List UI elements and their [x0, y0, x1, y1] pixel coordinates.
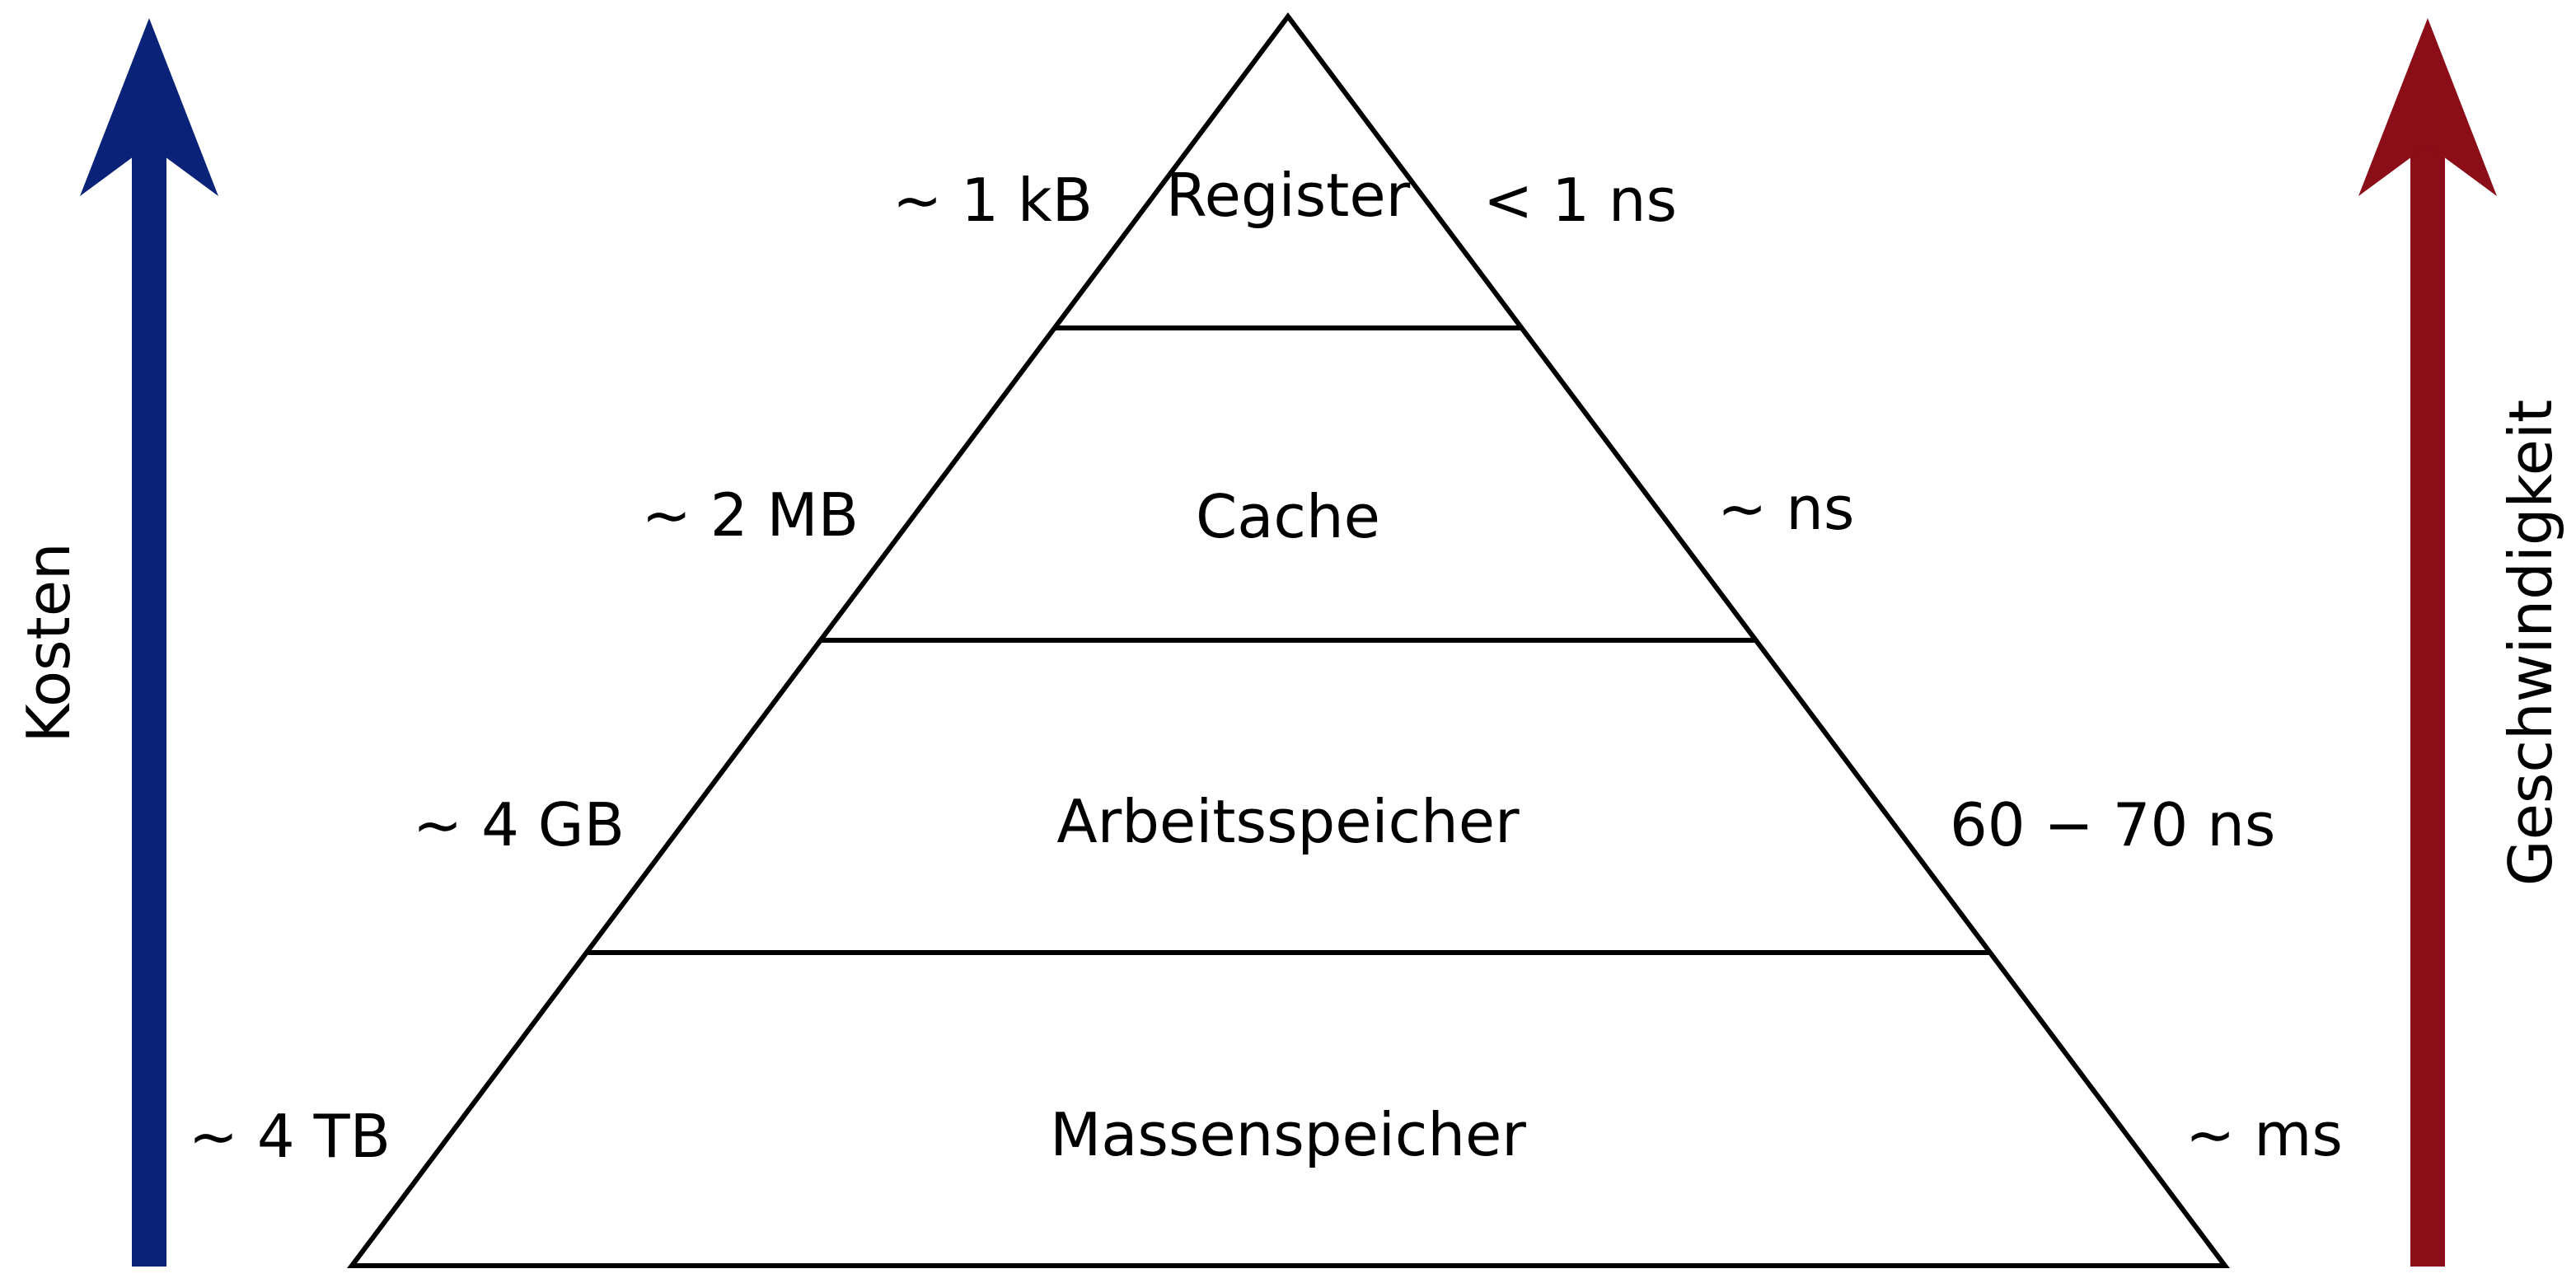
level-name-massenspeicher: Massenspeicher: [1050, 1100, 1526, 1169]
level-size-arbeitsspeicher: ∼ 4 GB: [413, 790, 625, 859]
level-name-cache: Cache: [1196, 482, 1380, 551]
level-size-cache: ∼ 2 MB: [642, 480, 859, 550]
cost-arrow: [80, 18, 218, 1267]
cost-arrow-shaft: [132, 144, 166, 1267]
level-name-register: Register: [1166, 161, 1411, 230]
level-latency-register: < 1 ns: [1483, 166, 1677, 235]
speed-arrow-head: [2358, 18, 2497, 196]
cost-axis-label: Kosten: [14, 542, 83, 742]
level-latency-cache: ∼ ns: [1717, 474, 1854, 543]
level-size-register: ∼ 1 kB: [892, 166, 1093, 235]
cost-arrow-head: [80, 18, 218, 196]
speed-arrow-shaft: [2410, 144, 2445, 1267]
speed-axis-label: Geschwindigkeit: [2496, 400, 2565, 886]
speed-arrow: [2358, 18, 2497, 1267]
level-size-massenspeicher: ∼ 4 TB: [189, 1102, 391, 1171]
level-latency-massenspeicher: ∼ ms: [2185, 1100, 2343, 1169]
level-latency-arbeitsspeicher: 60 − 70 ns: [1950, 790, 2275, 859]
level-name-arbeitsspeicher: Arbeitsspeicher: [1056, 787, 1520, 856]
